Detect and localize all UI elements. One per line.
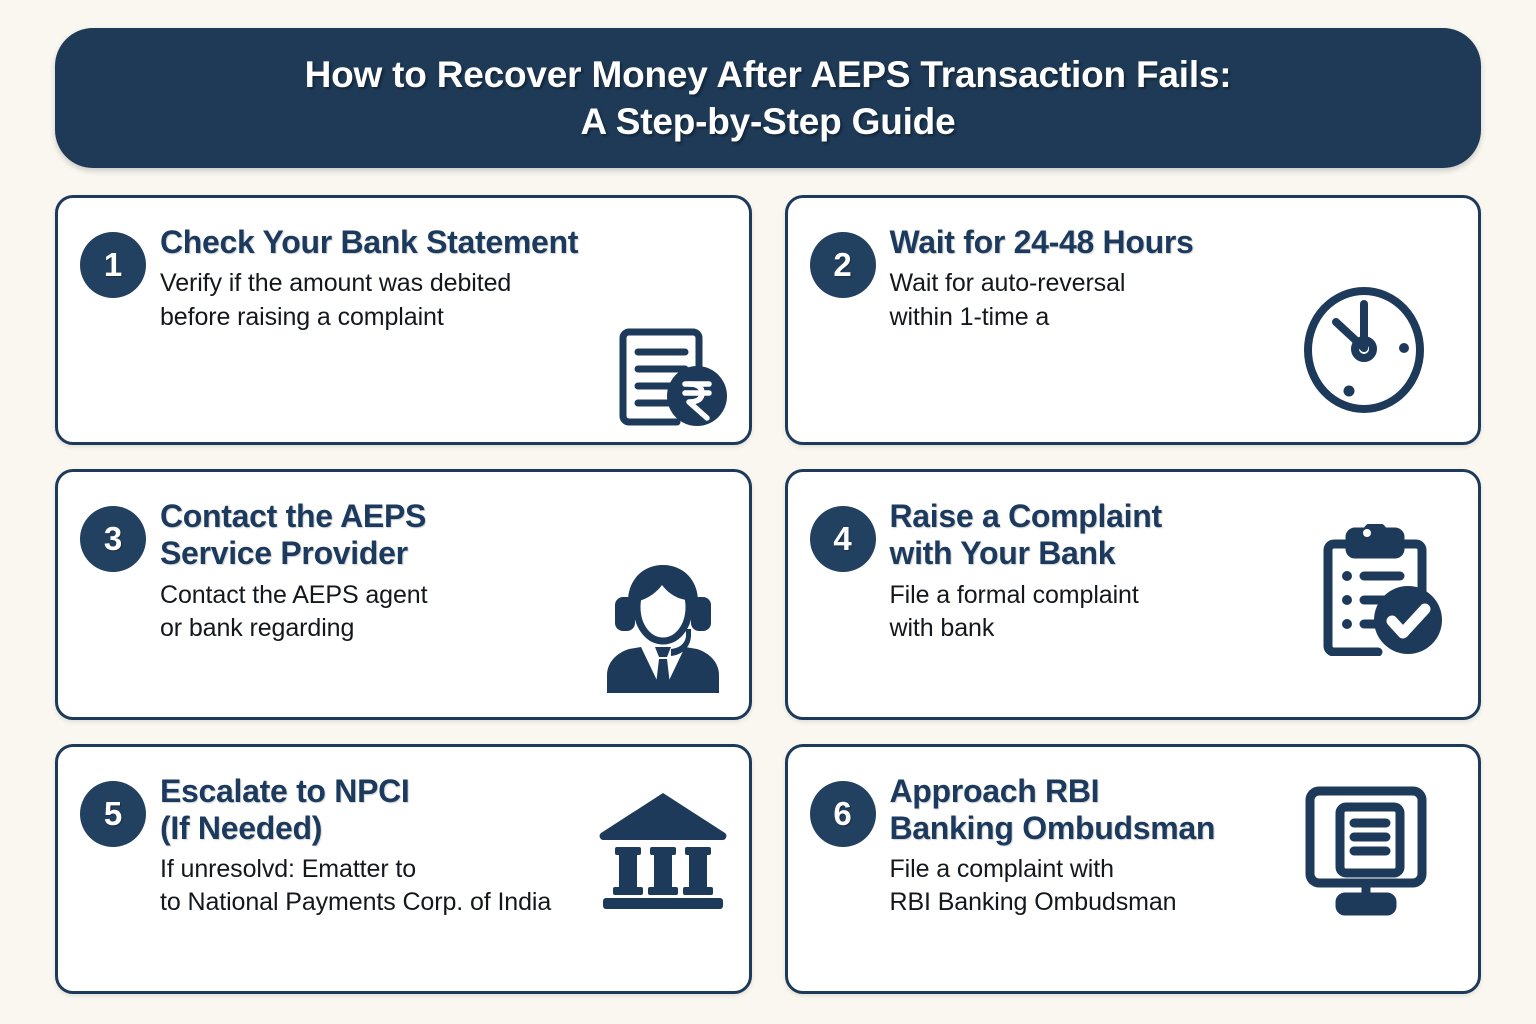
document-rupee-icon — [609, 324, 731, 432]
step-description-4: File a formal complaint with bank — [889, 580, 1139, 643]
step-title-4: Raise a Complaint with Your Bank — [889, 498, 1163, 572]
step-content-3: Contact the AEPS Service Provider Contac… — [160, 494, 729, 645]
monitor-document-icon — [1296, 779, 1434, 917]
step-content-1: Check Your Bank Statement Verify if the … — [160, 220, 729, 334]
step-description-2: Wait for auto-reversal within 1-time a — [889, 269, 1126, 331]
support-agent-icon — [597, 551, 729, 693]
step-card-3[interactable]: 3 Contact the AEPS Service Provider Cont… — [55, 469, 752, 720]
step-content-6: Approach RBI Banking Ombudsman File a co… — [890, 769, 1459, 920]
step-card-5[interactable]: 5 Escalate to NPCI (If Needed) If unreso… — [55, 743, 752, 994]
step-number-badge-5: 5 — [80, 780, 146, 847]
step-title-3: Contact the AEPS Service Provider — [160, 498, 427, 572]
step-description-5: If unresolvd: Ematter to to National Pay… — [160, 854, 552, 917]
step-card-2[interactable]: 2 Wait for 24-48 Hours Wait for auto-rev… — [784, 195, 1481, 446]
step-title-1: Check Your Bank Statement — [160, 224, 579, 260]
step-content-2: Wait for 24-48 Hours Wait for auto-rever… — [890, 220, 1459, 334]
step-title-5: Escalate to NPCI (If Needed) — [160, 772, 410, 846]
steps-grid: 1 Check Your Bank Statement Verify if th… — [55, 195, 1481, 994]
bank-building-icon — [599, 789, 727, 909]
step-number-badge-4: 4 — [809, 506, 876, 573]
step-description-1: Verify if the amount was debited before … — [160, 269, 512, 331]
step-description-3: Contact the AEPS agent or bank regarding — [160, 580, 428, 643]
page-title-line-1: How to Recover Money After AEPS Transact… — [304, 53, 1232, 95]
page-title-line-2: A Step-by-Step Guide — [580, 101, 956, 142]
step-card-6[interactable]: 6 Approach RBI Banking Ombudsman File a … — [784, 743, 1481, 994]
step-title-2: Wait for 24-48 Hours — [889, 224, 1194, 260]
step-title-6: Approach RBI Banking Ombudsman — [889, 772, 1216, 846]
step-number-badge-1: 1 — [80, 232, 146, 298]
step-content-4: Raise a Complaint with Your Bank File a … — [890, 494, 1459, 645]
step-number-badge-2: 2 — [809, 232, 876, 298]
step-content-5: Escalate to NPCI (If Needed) If unresolv… — [160, 769, 729, 920]
step-number-badge-3: 3 — [80, 506, 146, 573]
step-number-badge-6: 6 — [809, 780, 876, 847]
step-card-4[interactable]: 4 Raise a Complaint with Your Bank File … — [784, 469, 1481, 720]
page-title-banner: How to Recover Money After AEPS Transact… — [55, 28, 1481, 168]
clipboard-check-icon — [1314, 524, 1446, 657]
clock-icon — [1300, 286, 1428, 414]
step-card-1[interactable]: 1 Check Your Bank Statement Verify if th… — [55, 195, 752, 446]
step-description-6: File a complaint with RBI Banking Ombuds… — [889, 854, 1177, 917]
